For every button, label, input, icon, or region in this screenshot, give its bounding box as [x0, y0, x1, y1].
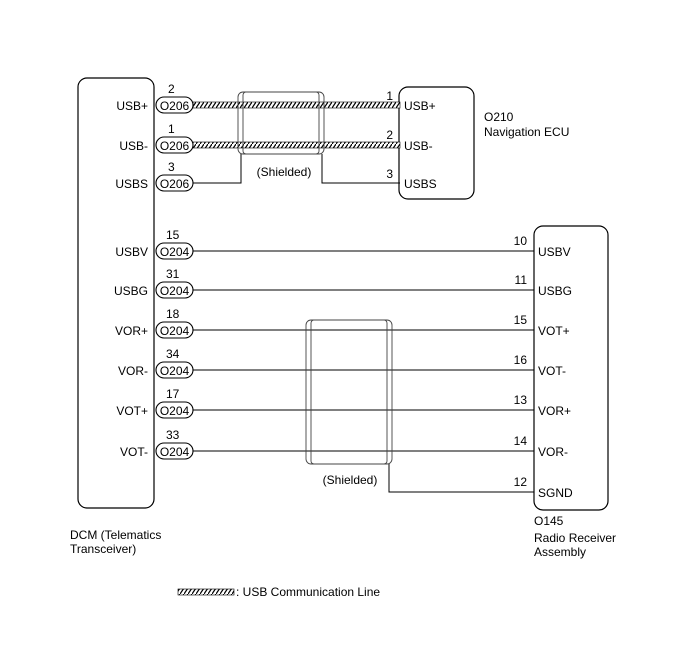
dcm-pin-number: 31: [166, 267, 180, 281]
usbs-wire-left: [193, 154, 242, 184]
dcm-pin-number: 3: [168, 160, 175, 174]
svg-text:O204: O204: [160, 445, 190, 459]
nav-name: Navigation ECU: [484, 125, 569, 139]
dcm-connector: O206: [155, 96, 194, 114]
dcm-connector: O206: [155, 174, 194, 192]
dcm-pin-number: 34: [166, 347, 180, 361]
radio-receiver-box: [533, 225, 609, 511]
radio-pin-label: VOR-: [538, 445, 568, 459]
dcm-pin-number: 18: [166, 307, 180, 321]
dcm-pin-number: 1: [168, 122, 175, 136]
dcm-name-line1: DCM (Telematics: [70, 528, 161, 542]
svg-text:O206: O206: [160, 177, 190, 191]
radio-pin-label: SGND: [538, 486, 573, 500]
radio-name-line1: Radio Receiver: [534, 531, 616, 545]
nav-pin-label: USB+: [404, 99, 436, 113]
dcm-connector: O204: [155, 442, 194, 460]
radio-pin-number: 15: [514, 313, 528, 327]
nav-pin-number: 2: [386, 128, 393, 142]
dcm-pin-label: VOR-: [118, 364, 148, 378]
svg-text:O204: O204: [160, 245, 190, 259]
dcm-pin-label: USB-: [119, 139, 148, 153]
dcm-connector: O204: [155, 361, 194, 379]
svg-text:O204: O204: [160, 404, 190, 418]
nav-pin-label: USBS: [404, 177, 437, 191]
usbs-wire-right: [321, 154, 400, 184]
radio-pin-label: VOT-: [538, 364, 566, 378]
dcm-pin-label: VOR+: [115, 324, 148, 338]
nav-code: O210: [484, 110, 514, 124]
sgnd-wire: [388, 464, 534, 493]
radio-pin-label: USBV: [538, 245, 571, 259]
dcm-connector: O204: [155, 281, 194, 299]
svg-text:O204: O204: [160, 284, 190, 298]
radio-pin-number: 16: [514, 353, 528, 367]
svg-text:O206: O206: [160, 99, 190, 113]
radio-pin-number: 10: [514, 234, 528, 248]
usb-minus-line: [192, 141, 401, 149]
dcm-name-line2: Transceiver): [70, 542, 136, 556]
nav-pin-number: 3: [386, 167, 393, 181]
legend-text: : USB Communication Line: [236, 585, 380, 599]
dcm-connector: O204: [155, 321, 194, 339]
audio-shield: [305, 319, 393, 465]
dcm-pin-label: USB+: [116, 99, 148, 113]
dcm-pin-label: USBS: [115, 177, 148, 191]
dcm-pin-number: 2: [168, 82, 175, 96]
dcm-pin-label: USBV: [115, 245, 148, 259]
dcm-pin-number: 15: [166, 228, 180, 242]
radio-pin-label: VOR+: [538, 404, 571, 418]
dcm-pin-label: VOT-: [120, 445, 148, 459]
radio-pin-label: USBG: [538, 284, 572, 298]
dcm-pin-label: VOT+: [116, 404, 148, 418]
radio-pin-number: 12: [514, 475, 528, 489]
radio-pin-number: 11: [515, 273, 528, 287]
radio-name-line2: Assembly: [534, 545, 586, 559]
radio-pin-number: 14: [514, 434, 528, 448]
svg-text:O206: O206: [160, 139, 190, 153]
shield-label-usb: (Shielded): [257, 165, 312, 179]
dcm-connector: O206: [155, 136, 194, 154]
legend-usb-line-swatch: [177, 588, 235, 596]
radio-pin-number: 13: [514, 393, 528, 407]
nav-pin-number: 1: [386, 89, 393, 103]
nav-pin-label: USB-: [404, 139, 433, 153]
dcm-connector: O204: [155, 401, 194, 419]
svg-text:O204: O204: [160, 324, 190, 338]
usb-plus-line: [192, 101, 401, 109]
dcm-box: [77, 77, 155, 509]
shield-label-audio: (Shielded): [323, 473, 378, 487]
dcm-pin-label: USBG: [114, 284, 148, 298]
radio-code: O145: [534, 514, 564, 528]
dcm-pin-number: 17: [166, 387, 180, 401]
svg-text:O204: O204: [160, 364, 190, 378]
radio-pin-label: VOT+: [538, 324, 570, 338]
dcm-pin-number: 33: [166, 428, 180, 442]
usb-shield: [237, 91, 325, 155]
dcm-connector: O204: [155, 242, 194, 260]
